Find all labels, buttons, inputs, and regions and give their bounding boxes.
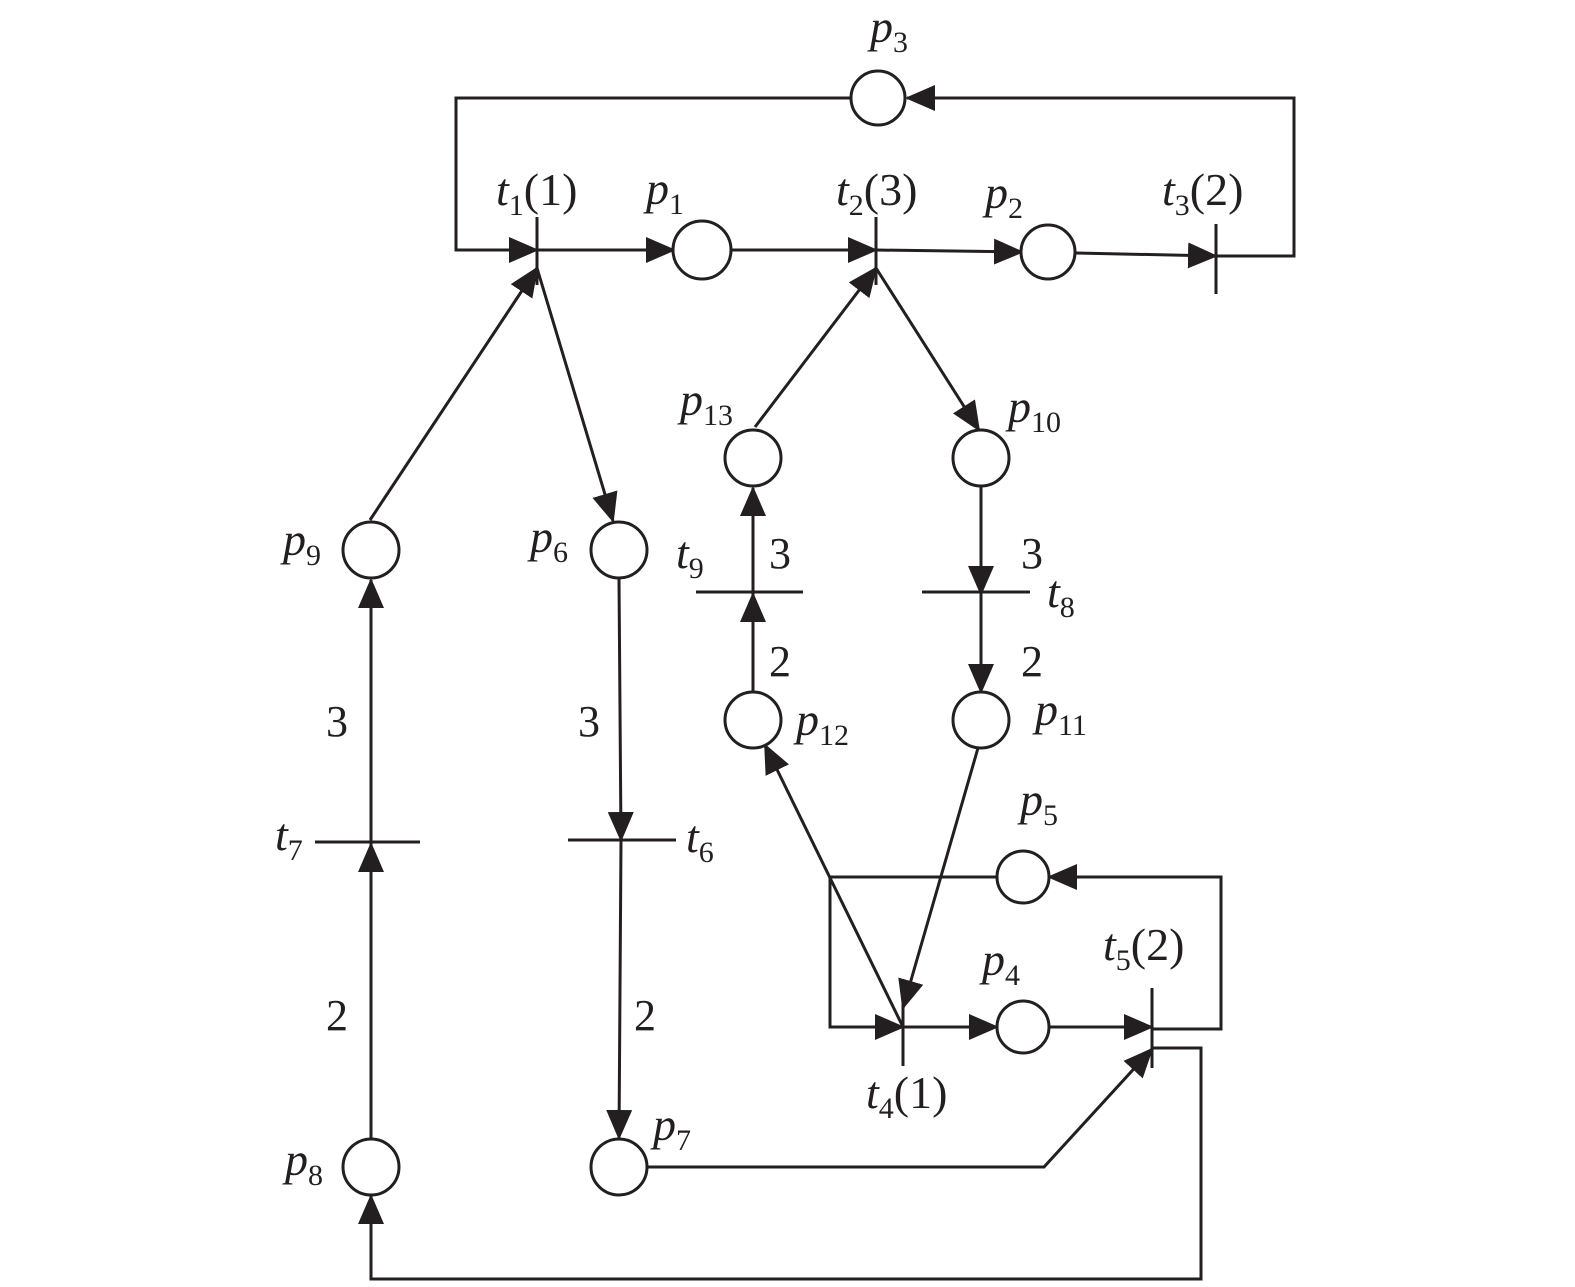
place-p12 <box>723 690 783 750</box>
label-t6: t6 <box>686 811 714 869</box>
label-p8: p8 <box>282 1134 323 1192</box>
place-p8 <box>341 1137 401 1197</box>
weight-p10-t8: 3 <box>1021 529 1043 578</box>
transition-labels: t1(1) t2(3) t3(2) t4(1) t5(2) t6 t7 t8 t… <box>275 164 1243 1125</box>
arc-p6-t6 <box>607 578 634 842</box>
place-p10 <box>951 428 1011 488</box>
place-labels: p1 p2 p3 p4 p5 p6 p7 p8 p9 p10 p11 p12 p… <box>280 1 1087 1192</box>
transitions <box>315 217 1218 1068</box>
place-p11 <box>951 690 1011 750</box>
label-p4: p4 <box>979 934 1020 992</box>
weight-t8-p11: 2 <box>1021 637 1043 686</box>
label-p13: p13 <box>677 374 733 432</box>
label-t1: t1(1) <box>496 164 577 222</box>
weight-p6-t6: 3 <box>578 697 600 746</box>
weight-t6-p7: 2 <box>634 991 656 1040</box>
label-t8: t8 <box>1047 566 1075 624</box>
place-p9 <box>341 520 401 580</box>
weight-t9-p13: 3 <box>769 529 791 578</box>
arc-t5-p5 <box>1047 864 1223 1031</box>
label-p11: p11 <box>1032 684 1087 742</box>
weight-p8-t7: 2 <box>326 991 348 1040</box>
arc-p13-t2 <box>753 266 878 428</box>
label-p3: p3 <box>867 1 908 59</box>
place-p3 <box>849 69 907 127</box>
arc-p9-t1 <box>368 266 539 521</box>
place-p5 <box>995 849 1051 905</box>
arc-t6-p7 <box>606 839 633 1140</box>
label-p6: p6 <box>527 511 568 569</box>
arc-p3-t1 <box>454 96 851 263</box>
place-p2 <box>1019 223 1077 281</box>
arc-t5-p8 <box>358 1046 1203 1281</box>
arc-p7-t5 <box>647 1047 1154 1169</box>
label-t5: t5(2) <box>1103 919 1184 977</box>
label-t2: t2(3) <box>836 164 917 222</box>
arc-t3-p3 <box>905 85 1296 258</box>
arc-t4-p12 <box>763 743 905 1028</box>
place-p13 <box>723 428 783 488</box>
arc-t2-p2 <box>875 238 1024 265</box>
place-p6 <box>589 520 649 580</box>
arcs <box>358 85 1296 1281</box>
label-t4: t4(1) <box>866 1067 947 1125</box>
label-t7: t7 <box>275 809 303 867</box>
label-p5: p5 <box>1017 774 1058 832</box>
places <box>341 69 1077 1197</box>
label-p2: p2 <box>982 167 1023 225</box>
label-p12: p12 <box>793 694 849 752</box>
arc-t2-p10 <box>874 267 981 432</box>
label-t9: t9 <box>676 527 704 585</box>
arc-p2-t3 <box>1075 242 1218 269</box>
label-p10: p10 <box>1005 381 1061 439</box>
label-p9: p9 <box>280 514 321 572</box>
arc-p5-t4 <box>828 875 997 1040</box>
place-p4 <box>995 999 1051 1055</box>
arc-t1-p6 <box>535 267 618 523</box>
weight-p12-t9: 2 <box>769 637 791 686</box>
label-p7: p7 <box>650 1099 691 1157</box>
label-p1: p1 <box>643 163 684 221</box>
label-t3: t3(2) <box>1162 164 1243 222</box>
place-p7 <box>589 1137 649 1197</box>
weight-t7-p9: 3 <box>326 697 348 746</box>
arc-weights: 2 3 3 2 2 3 3 2 <box>326 529 1043 1040</box>
place-p1 <box>671 219 733 281</box>
